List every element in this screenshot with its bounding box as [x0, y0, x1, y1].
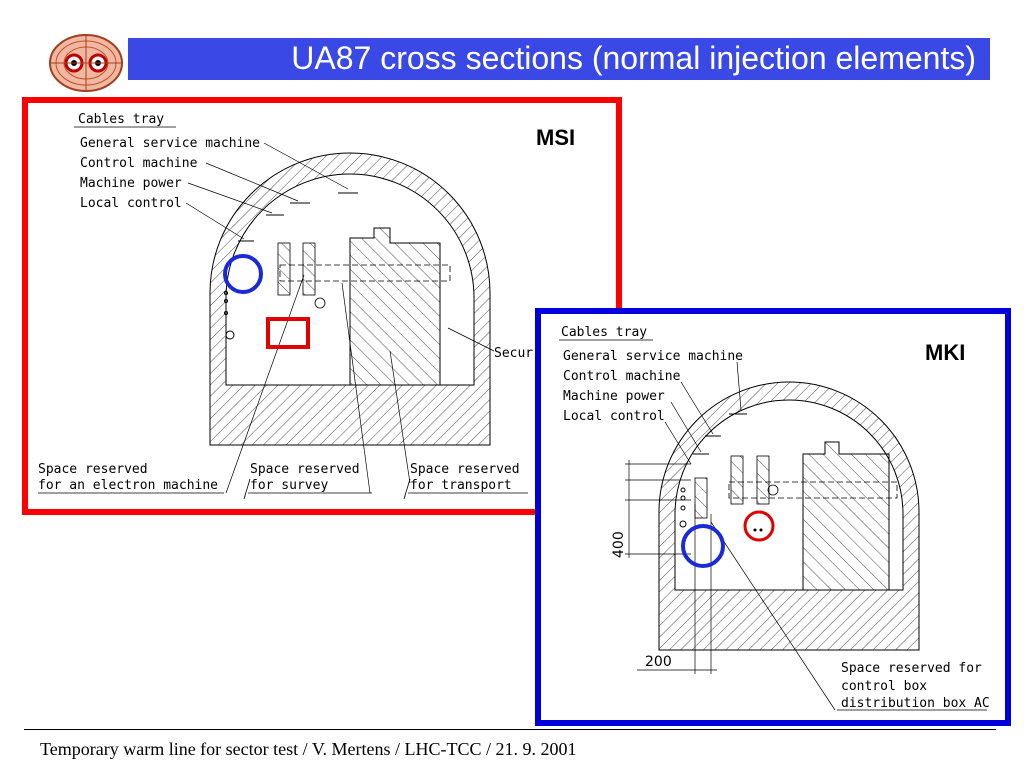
lhc-beam-logo-icon: [49, 34, 123, 92]
magnet-block: [349, 227, 441, 386]
dimension-200-label: 200: [645, 654, 672, 670]
mki-cross-section-panel: Cables tray General service machine Cont…: [535, 308, 1011, 726]
footer-divider: [24, 729, 996, 730]
title-bar: UA87 cross sections (normal injection el…: [128, 38, 990, 80]
control-box-label-2: control box: [841, 679, 927, 694]
msi-cross-section-panel: Cables tray General service machine Cont…: [22, 97, 622, 515]
page-title: UA87 cross sections (normal injection el…: [291, 40, 976, 76]
magnet-block: [802, 441, 890, 591]
red-circle-marker: [743, 510, 775, 542]
dimension-400-label: 400: [611, 531, 627, 558]
control-box-label-1: Space reserved for: [841, 661, 982, 676]
control-machine-label: Control machine: [563, 369, 681, 384]
security-label: Secur: [494, 346, 533, 361]
blue-circle-marker: [223, 254, 263, 294]
control-machine-label: Control machine: [80, 156, 198, 171]
msi-label: MSI: [536, 125, 576, 150]
transport-space-label-1: Space reserved: [410, 462, 520, 477]
footer-text: Temporary warm line for sector test / V.…: [40, 739, 577, 759]
cables-tray-label: Cables tray: [78, 112, 164, 127]
control-box-label-3: distribution box AC: [841, 696, 990, 711]
cables-tray-label: Cables tray: [561, 325, 647, 340]
msi-cross-section-drawing: Cables tray General service machine Cont…: [38, 112, 533, 500]
general-service-label: General service machine: [80, 136, 260, 151]
machine-power-label: Machine power: [80, 176, 182, 191]
machine-power-label: Machine power: [563, 389, 665, 404]
electron-space-label-2: for an electron machine: [38, 478, 218, 493]
mki-label: MKI: [925, 340, 966, 365]
mki-cross-section-drawing: Cables tray General service machine Cont…: [559, 325, 990, 711]
survey-space-label-2: for survey: [250, 478, 328, 493]
local-control-label: Local control: [80, 196, 182, 211]
survey-space-label-1: Space reserved: [250, 462, 360, 477]
general-service-label: General service machine: [563, 349, 743, 364]
blue-circle-marker: [681, 524, 725, 568]
beam-line: [728, 481, 898, 499]
red-box-marker: [266, 317, 310, 349]
transport-space-label-2: for transport: [410, 478, 512, 493]
local-control-label: Local control: [563, 409, 665, 424]
electron-space-label-1: Space reserved: [38, 462, 148, 477]
